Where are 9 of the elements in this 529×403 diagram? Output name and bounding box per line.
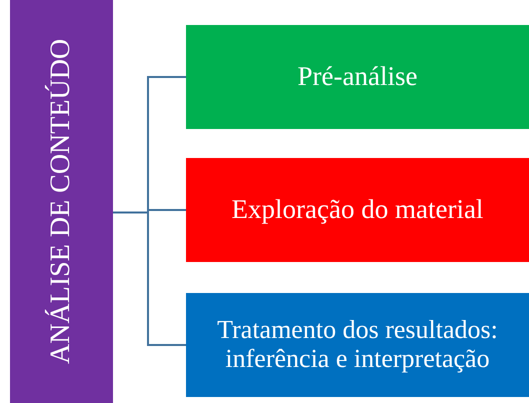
box-label: Tratamento dos resultados: inferência e interpretação bbox=[216, 316, 499, 374]
box-label: Pré-análise bbox=[298, 62, 418, 92]
connector-line bbox=[113, 212, 186, 346]
process-box bbox=[186, 293, 529, 397]
title-band bbox=[10, 0, 113, 403]
band-title: ANÁLISE DE CONTEÚDO bbox=[46, 38, 77, 364]
process-box bbox=[186, 25, 529, 129]
box-label: Exploração do material bbox=[232, 195, 484, 225]
process-box bbox=[186, 158, 529, 262]
